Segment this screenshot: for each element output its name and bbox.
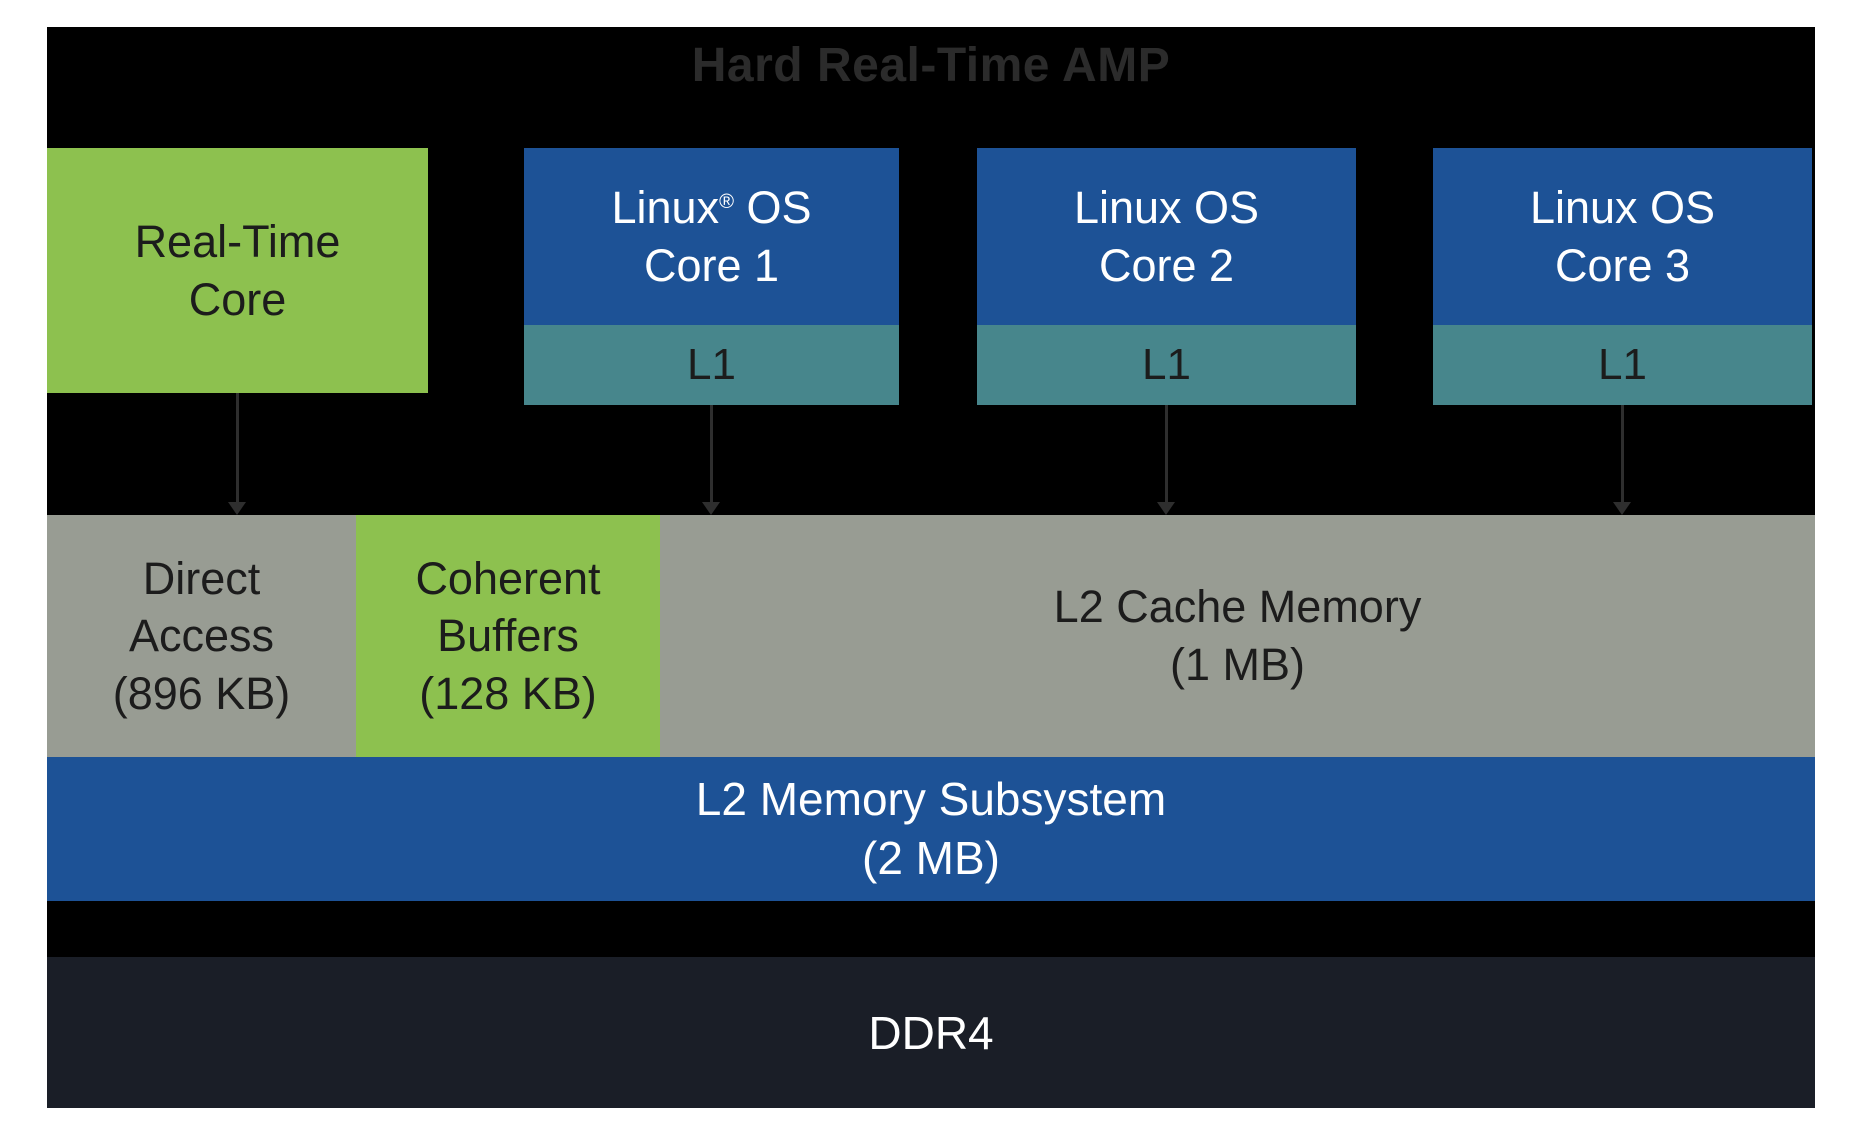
arrow-core3-to-memory [1613, 405, 1631, 515]
linux-core-3-os-name: Linux [1529, 181, 1638, 233]
linux-core-2-core-label: Core 2 [1098, 239, 1235, 291]
l2-subsystem-size: (2 MB) [862, 832, 1000, 884]
linux-core-3-l1-cache: L1 [1433, 325, 1812, 405]
linux-core-1-os-line: Linux® OS [611, 179, 811, 237]
linux-core-1-os-name: Linux [611, 181, 720, 233]
l2-cache-region: L2 Cache Memory (1 MB) [660, 515, 1815, 757]
memory-row: Direct Access (896 KB) Coherent Buffers … [47, 515, 1815, 757]
linux-core-3-cpu: Linux OS Core 3 [1433, 148, 1812, 325]
coherent-buffers-line2: Buffers [437, 610, 579, 662]
coherent-buffers-line1: Coherent [415, 552, 601, 604]
arrow-core1-to-memory [702, 405, 720, 515]
linux-core-3-os-line: Linux OS [1530, 179, 1715, 237]
realtime-core-label: Real-Time Core [135, 213, 341, 328]
diagram-canvas: Hard Real-Time AMP Real-Time Core Linux®… [47, 27, 1815, 1108]
linux-core-1-core-label: Core 1 [643, 239, 780, 291]
linux-core-1-box: Linux® OS Core 1 L1 [524, 148, 899, 405]
linux-core-1-cpu: Linux® OS Core 1 [524, 148, 899, 325]
registered-mark: ® [719, 190, 734, 213]
l2-memory-subsystem-bar: L2 Memory Subsystem (2 MB) [47, 757, 1815, 901]
coherent-buffers-size: (128 KB) [419, 667, 597, 719]
linux-core-2-box: Linux OS Core 2 L1 [977, 148, 1356, 405]
realtime-core-box: Real-Time Core [47, 148, 428, 393]
linux-core-1-l1-cache: L1 [524, 325, 899, 405]
linux-core-2-l1-cache: L1 [977, 325, 1356, 405]
direct-access-line2: Access [128, 610, 275, 662]
l2-cache-size: (1 MB) [1170, 639, 1305, 690]
linux-core-3-os-suffix: OS [1637, 181, 1716, 233]
arrow-realtime-to-memory [228, 393, 246, 515]
linux-core-3-box: Linux OS Core 3 L1 [1433, 148, 1812, 405]
direct-access-line1: Direct [142, 552, 261, 604]
linux-core-2-os-line: Linux OS [1074, 179, 1259, 237]
arrow-core2-to-memory [1157, 405, 1175, 515]
linux-core-3-core-label: Core 3 [1554, 239, 1691, 291]
linux-core-2-os-suffix: OS [1181, 181, 1260, 233]
linux-core-2-os-name: Linux [1073, 181, 1182, 233]
diagram-title: Hard Real-Time AMP [691, 38, 1171, 92]
l2-subsystem-line1: L2 Memory Subsystem [695, 773, 1167, 826]
direct-access-size: (896 KB) [112, 667, 291, 719]
linux-core-1-os-suffix: OS [733, 181, 812, 233]
direct-access-region: Direct Access (896 KB) [47, 515, 356, 757]
coherent-buffers-box: Coherent Buffers (128 KB) [356, 515, 660, 757]
l2-cache-line1: L2 Cache Memory [1053, 581, 1422, 633]
realtime-core-line1: Real-Time [134, 215, 341, 267]
realtime-core-line2: Core [188, 273, 287, 325]
linux-core-2-cpu: Linux OS Core 2 [977, 148, 1356, 325]
ddr4-band: DDR4 [47, 957, 1815, 1108]
